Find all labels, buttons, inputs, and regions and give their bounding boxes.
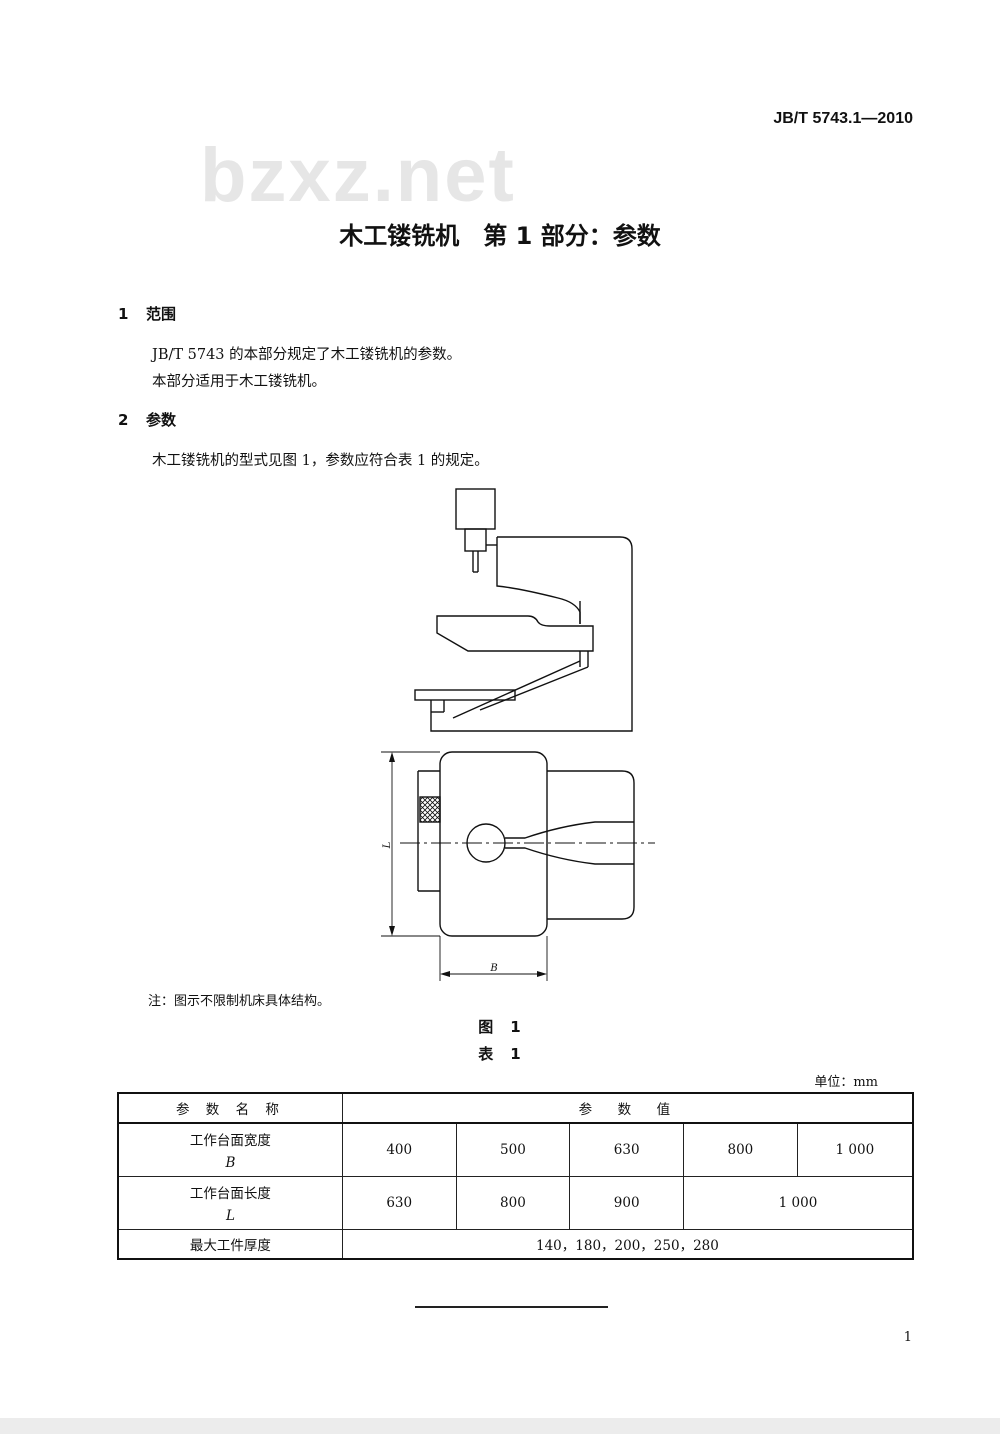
header-value-cell: 参 数 值 [341, 1092, 914, 1124]
arm-outline-top [505, 821, 634, 839]
worktable [436, 615, 594, 652]
section-title: 范围 [146, 305, 177, 323]
section-title: 参数 [146, 411, 177, 429]
table-brace [479, 666, 589, 711]
table-header-row: 参 数 名 称 参 数 值 [117, 1092, 914, 1124]
document-title: 木工镂铣机 第 1 部分：参数 [339, 222, 661, 250]
header-name: 参 数 名 称 [175, 1102, 285, 1118]
figure-note: 注：图示不限制机床具体结构。 [148, 994, 331, 1009]
dim-arrow [389, 752, 395, 762]
header-value: 参 数 值 [578, 1102, 677, 1118]
row-name-cell: 最大工件厚度 [117, 1229, 343, 1260]
table-cell: 800 [683, 1122, 798, 1177]
dim-arrow [440, 971, 450, 977]
section-1-paragraph-1: JB/T 5743 的本部分规定了木工镂铣机的参数。 [152, 347, 462, 363]
viewer-bottom-bar [0, 1418, 1000, 1434]
section-1-paragraph-2: 本部分适用于木工镂铣机。 [152, 374, 326, 390]
base-plate [414, 689, 516, 701]
side-view [414, 488, 633, 732]
page-number: 1 [903, 1330, 912, 1345]
section-2-paragraph-1: 木工镂铣机的型式见图 1，参数应符合表 1 的规定。 [152, 453, 489, 469]
table-cell: 1 000 [796, 1122, 914, 1177]
dim-arrow [389, 926, 395, 936]
motor-head [455, 488, 496, 530]
end-line [415, 1306, 608, 1308]
row-symbol: B [225, 1155, 236, 1171]
hatched-guide [419, 796, 441, 823]
row-name: 工作台面长度 [189, 1186, 271, 1202]
dimension-B-label: B [489, 963, 497, 974]
parameter-table: 参 数 名 称 参 数 值 工作台面宽度 B 400 500 630 800 1 … [117, 1092, 914, 1260]
row-name-cell: 工作台面宽度 B [117, 1122, 343, 1177]
dimension-L-label: L [382, 841, 393, 849]
table-brace [452, 660, 581, 719]
table-row: 工作台面长度 L 630 800 900 1 000 [117, 1176, 914, 1230]
table-cell: 140，180，200，250，280 [341, 1229, 914, 1260]
table-cell: 630 [341, 1176, 457, 1230]
dim-arrow [537, 971, 547, 977]
table-cell: 400 [341, 1122, 457, 1177]
table-cell: 800 [455, 1176, 571, 1230]
table-row: 工作台面宽度 B 400 500 630 800 1 000 [117, 1122, 914, 1177]
figure-caption: 图 1 [478, 1018, 522, 1036]
arm-outline-bottom [505, 847, 634, 865]
spindle-housing [464, 528, 487, 552]
table-cell: 900 [569, 1176, 685, 1230]
section-1-heading: 1 范围 [118, 303, 176, 324]
standard-code: JB/T 5743.1—2010 [773, 110, 913, 127]
section-number: 1 [118, 305, 129, 323]
row-name-cell: 工作台面长度 L [117, 1176, 343, 1230]
table-caption: 表 1 [478, 1045, 522, 1063]
row-symbol: L [225, 1208, 235, 1224]
table-cell: 500 [455, 1122, 571, 1177]
top-view [381, 751, 655, 981]
frame-top [547, 770, 635, 920]
row-name: 工作台面宽度 [189, 1133, 271, 1149]
watermark: bzxz.net [200, 133, 516, 218]
router-machine-figure: L B [381, 488, 655, 981]
section-2-heading: 2 参数 [118, 409, 176, 430]
table-unit: 单位：mm [814, 1075, 878, 1090]
table-cell: 1 000 [683, 1176, 914, 1230]
table-cell: 630 [569, 1122, 685, 1177]
header-name-cell: 参 数 名 称 [117, 1092, 343, 1124]
machine-frame [430, 536, 633, 732]
table-row: 最大工件厚度 140，180，200，250，280 [117, 1229, 914, 1260]
table-top [439, 751, 548, 937]
frame-arm [496, 537, 581, 624]
section-number: 2 [118, 411, 129, 429]
